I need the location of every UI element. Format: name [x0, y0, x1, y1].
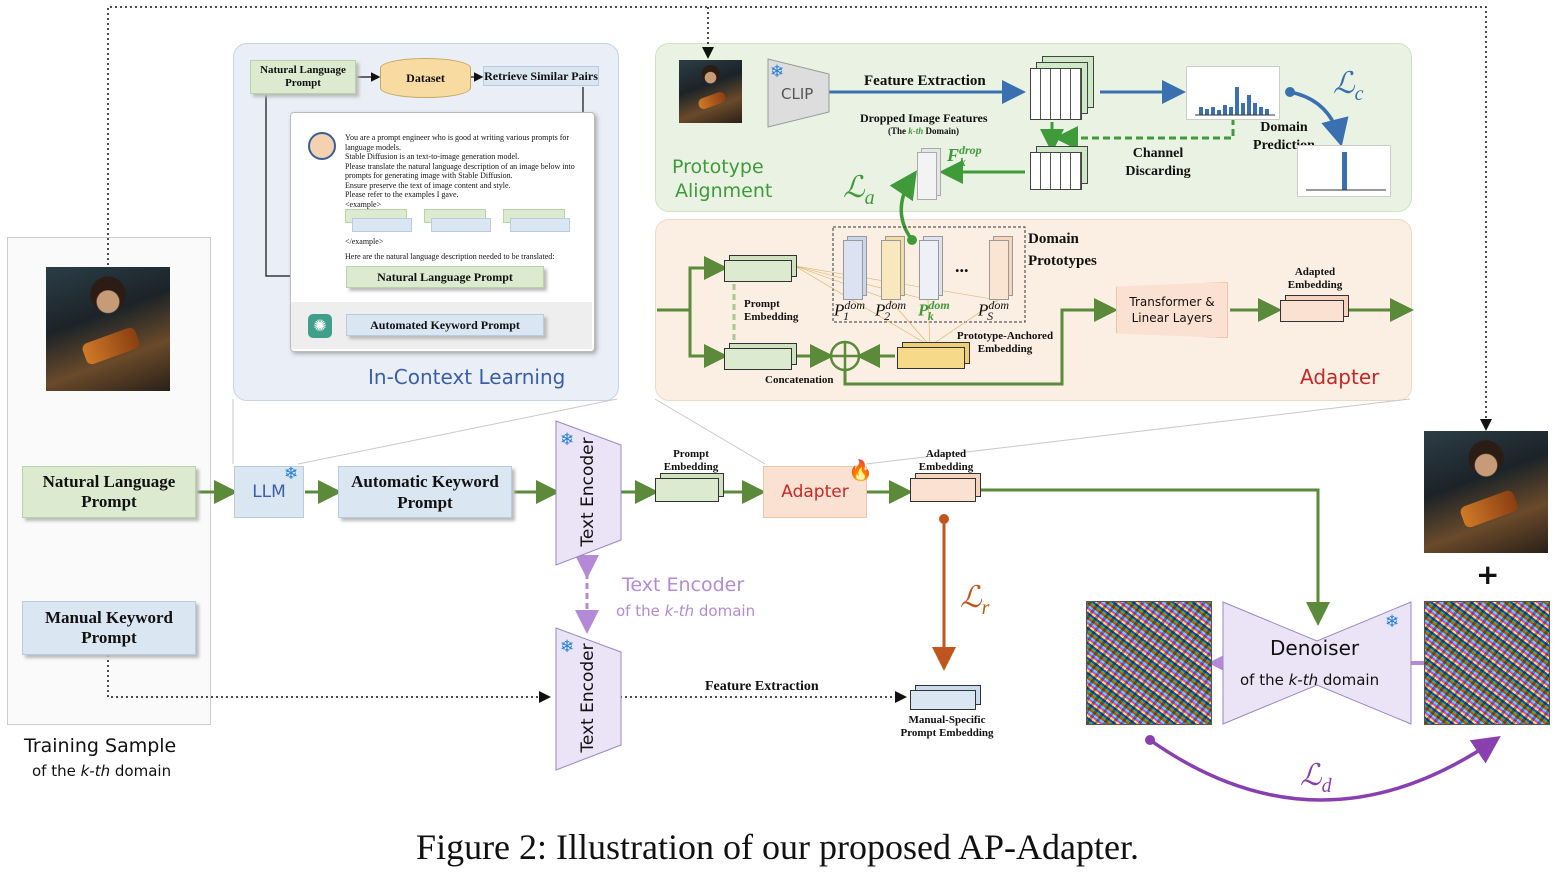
- manual-keyword-prompt-box: Manual Keyword Prompt: [22, 601, 196, 655]
- icl-nl-prompt-target: Natural Language Prompt: [346, 266, 544, 288]
- generated-image: [1424, 431, 1548, 553]
- instruction-line: Stable Diffusion is an text-to-image gen…: [345, 152, 520, 161]
- snowflake-icon: ❄: [770, 62, 785, 82]
- user-avatar-icon: [308, 132, 336, 160]
- example-slot: [352, 218, 412, 232]
- example-end: </example>: [345, 237, 384, 246]
- clip-label: CLIP: [781, 85, 814, 103]
- plus-sign: +: [1476, 558, 1500, 591]
- text-encoder-kth-subtitle: of the k-th domain: [616, 602, 756, 620]
- proto-label-2: Pdom2: [875, 298, 907, 324]
- snowflake-icon: ❄: [1385, 612, 1400, 632]
- proto-label-k: Pdomk: [918, 298, 950, 324]
- anchored-embedding-label: Prototype-Anchored Embedding: [956, 330, 1054, 355]
- noise-image-left: [1086, 601, 1212, 725]
- pa-feature-extraction: Feature Extraction: [864, 73, 986, 89]
- loss-a: ℒa: [843, 171, 875, 209]
- prototype-ellipsis: ...: [955, 256, 969, 276]
- snowflake-icon: ❄: [560, 637, 575, 657]
- dropped-cube: [1030, 152, 1082, 190]
- figure-caption: Figure 2: Illustration of our proposed A…: [416, 827, 1139, 867]
- adapter-panel-title: Adapter: [1300, 365, 1380, 389]
- icl-nl-prompt-box: Natural Language Prompt: [250, 60, 356, 94]
- retrieve-box: Retrieve Similar Pairs: [483, 66, 599, 86]
- denoiser-shape: [1222, 601, 1412, 725]
- domain-prototypes-label: Domain Prototypes: [1028, 231, 1097, 269]
- proto-label-s: PdomS: [978, 298, 1010, 324]
- loss-c: ℒc: [1333, 67, 1364, 105]
- manual-specific-block: [910, 690, 976, 710]
- prediction-chart: [1297, 145, 1391, 197]
- instruction-line: Please refer to the examples I gave.: [345, 190, 459, 199]
- automated-keyword-box: Automated Keyword Prompt: [346, 314, 544, 336]
- prototype-k: [919, 240, 939, 300]
- proto-label-1: Pdom1: [834, 298, 866, 324]
- adapter-adapted-embedding-block: [1280, 300, 1344, 322]
- natural-language-prompt-label: Natural Language Prompt: [42, 472, 176, 511]
- adapter-box: Adapter: [763, 466, 867, 518]
- adapted-embedding-label: Adapted Embedding: [918, 448, 974, 473]
- natural-language-prompt-box: Natural Language Prompt: [22, 466, 196, 518]
- instruction-line: Ensure preserve the text of image conten…: [345, 180, 511, 190]
- instruction-line: You are a prompt engineer who is good at…: [345, 133, 570, 142]
- training-sample-subtitle: of the k-th domain: [32, 762, 172, 780]
- prompt-embedding-label: Prompt Embedding: [663, 448, 719, 473]
- feature-extraction-label: Feature Extraction: [705, 679, 819, 694]
- loss-d: ℒd: [1300, 759, 1332, 797]
- instruction-text: You are a prompt engineer who is good at…: [345, 133, 575, 209]
- text-encoder-trapezoid-2: [555, 627, 622, 771]
- channel-discarding: Channel Discarding: [1125, 146, 1191, 179]
- text-encoder-label-2: Text Encoder: [578, 643, 598, 753]
- transformer-box: Transformer & Linear Layers: [1116, 282, 1228, 338]
- concat-embedding-block: [724, 348, 792, 370]
- adapter-prompt-embedding-label: Prompt Embedding: [744, 298, 799, 323]
- example-slot: [510, 218, 570, 232]
- text-encoder-label: Text Encoder: [578, 437, 598, 547]
- instruction-line: Please translate the natural language de…: [345, 161, 575, 171]
- text-encoder-trapezoid: [555, 420, 622, 566]
- fire-icon: 🔥: [848, 458, 873, 482]
- chatgpt-icon: ✺: [308, 314, 332, 338]
- manual-keyword-prompt-label: Manual Keyword Prompt: [45, 608, 173, 647]
- prototype-s: [989, 240, 1009, 300]
- feature-cube: [1030, 68, 1082, 120]
- training-image: [46, 267, 170, 391]
- pa-title-1: Prototype: [672, 156, 764, 178]
- icl-title: In-Context Learning: [368, 365, 566, 389]
- training-sample-title: Training Sample: [24, 735, 177, 757]
- denoiser-subtitle: of the k-th domain: [1240, 671, 1380, 689]
- f-drop-label: Fdropk: [947, 143, 982, 169]
- snowflake-icon: ❄: [560, 430, 575, 450]
- concatenation-label: Concatenation: [765, 374, 834, 386]
- adapted-embedding-block: [910, 478, 976, 502]
- anchored-embedding-block: [897, 347, 965, 369]
- prototype-2: [881, 240, 901, 300]
- histogram-chart: [1186, 66, 1280, 120]
- clip-trapezoid: [767, 58, 830, 128]
- text-encoder-kth-title: Text Encoder: [622, 574, 745, 596]
- adapter-prompt-embedding-block: [724, 260, 792, 282]
- instruction-line: prompts for generating image with Stable…: [345, 171, 513, 180]
- dropped-title: Dropped Image Features: [860, 111, 988, 125]
- denoiser-title: Denoiser: [1270, 636, 1360, 660]
- adapter-adapted-embedding-label: Adapted Embedding: [1287, 266, 1343, 291]
- prototype-1: [843, 240, 863, 300]
- here-text: Here are the natural language descriptio…: [345, 252, 555, 261]
- pa-title-2: Alignment: [675, 180, 773, 202]
- automatic-keyword-prompt-box: Automatic Keyword Prompt: [338, 466, 512, 518]
- snowflake-icon: ❄: [284, 464, 299, 484]
- dropped-feature-bar: [917, 152, 937, 200]
- loss-r: ℒr: [960, 581, 990, 619]
- instruction-line: <example>: [345, 199, 382, 209]
- noise-image-right: [1424, 601, 1550, 725]
- prompt-embedding-block: [655, 478, 719, 502]
- instruction-line: language models.: [345, 142, 401, 152]
- pa-image: [679, 60, 742, 123]
- dropped-sub: (The k-th Domain): [888, 126, 960, 136]
- dataset-cylinder: Dataset: [380, 58, 471, 98]
- manual-specific-label: Manual-Specific Prompt Embedding: [900, 714, 994, 739]
- example-slot: [431, 218, 491, 232]
- llm-box: LLM: [234, 466, 304, 518]
